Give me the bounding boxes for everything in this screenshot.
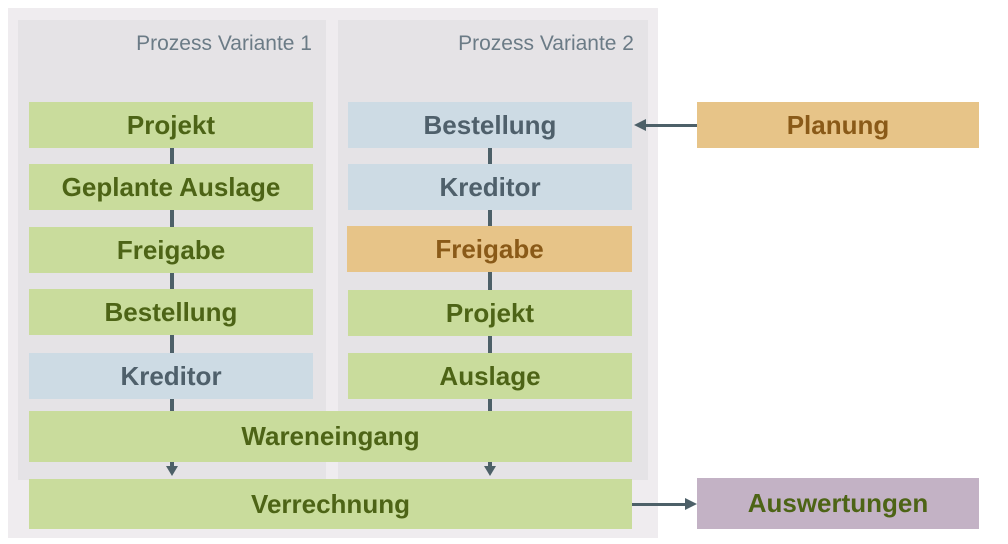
- v2-step-projekt: Projekt: [348, 290, 632, 336]
- v1-step-freigabe: Freigabe: [29, 227, 313, 273]
- v2-step-freigabe: Freigabe: [347, 226, 632, 272]
- variant2-arrow-icon: [484, 466, 496, 476]
- external-auswertungen: Auswertungen: [697, 478, 979, 529]
- variant1-arrow-icon: [166, 466, 178, 476]
- planung-arrow-icon: [634, 119, 646, 131]
- v2-step-auslage: Auslage: [348, 353, 632, 399]
- planung-arrow-line: [646, 124, 697, 127]
- v2-step-kreditor: Kreditor: [348, 164, 632, 210]
- variant2-title: Prozess Variante 2: [458, 32, 634, 55]
- v1-step-bestellung: Bestellung: [29, 289, 313, 335]
- variant1-title: Prozess Variante 1: [136, 32, 312, 55]
- external-planung: Planung: [697, 102, 979, 148]
- v1-step-kreditor: Kreditor: [29, 353, 313, 399]
- auswertungen-arrow-line: [632, 503, 685, 506]
- v2-step-bestellung: Bestellung: [348, 102, 632, 148]
- v1-step-projekt: Projekt: [29, 102, 313, 148]
- v1-step-geplante-auslage: Geplante Auslage: [29, 164, 313, 210]
- auswertungen-arrow-icon: [685, 498, 697, 510]
- shared-step-verrechnung: Verrechnung: [29, 479, 632, 529]
- shared-step-wareneingang: Wareneingang: [29, 411, 632, 462]
